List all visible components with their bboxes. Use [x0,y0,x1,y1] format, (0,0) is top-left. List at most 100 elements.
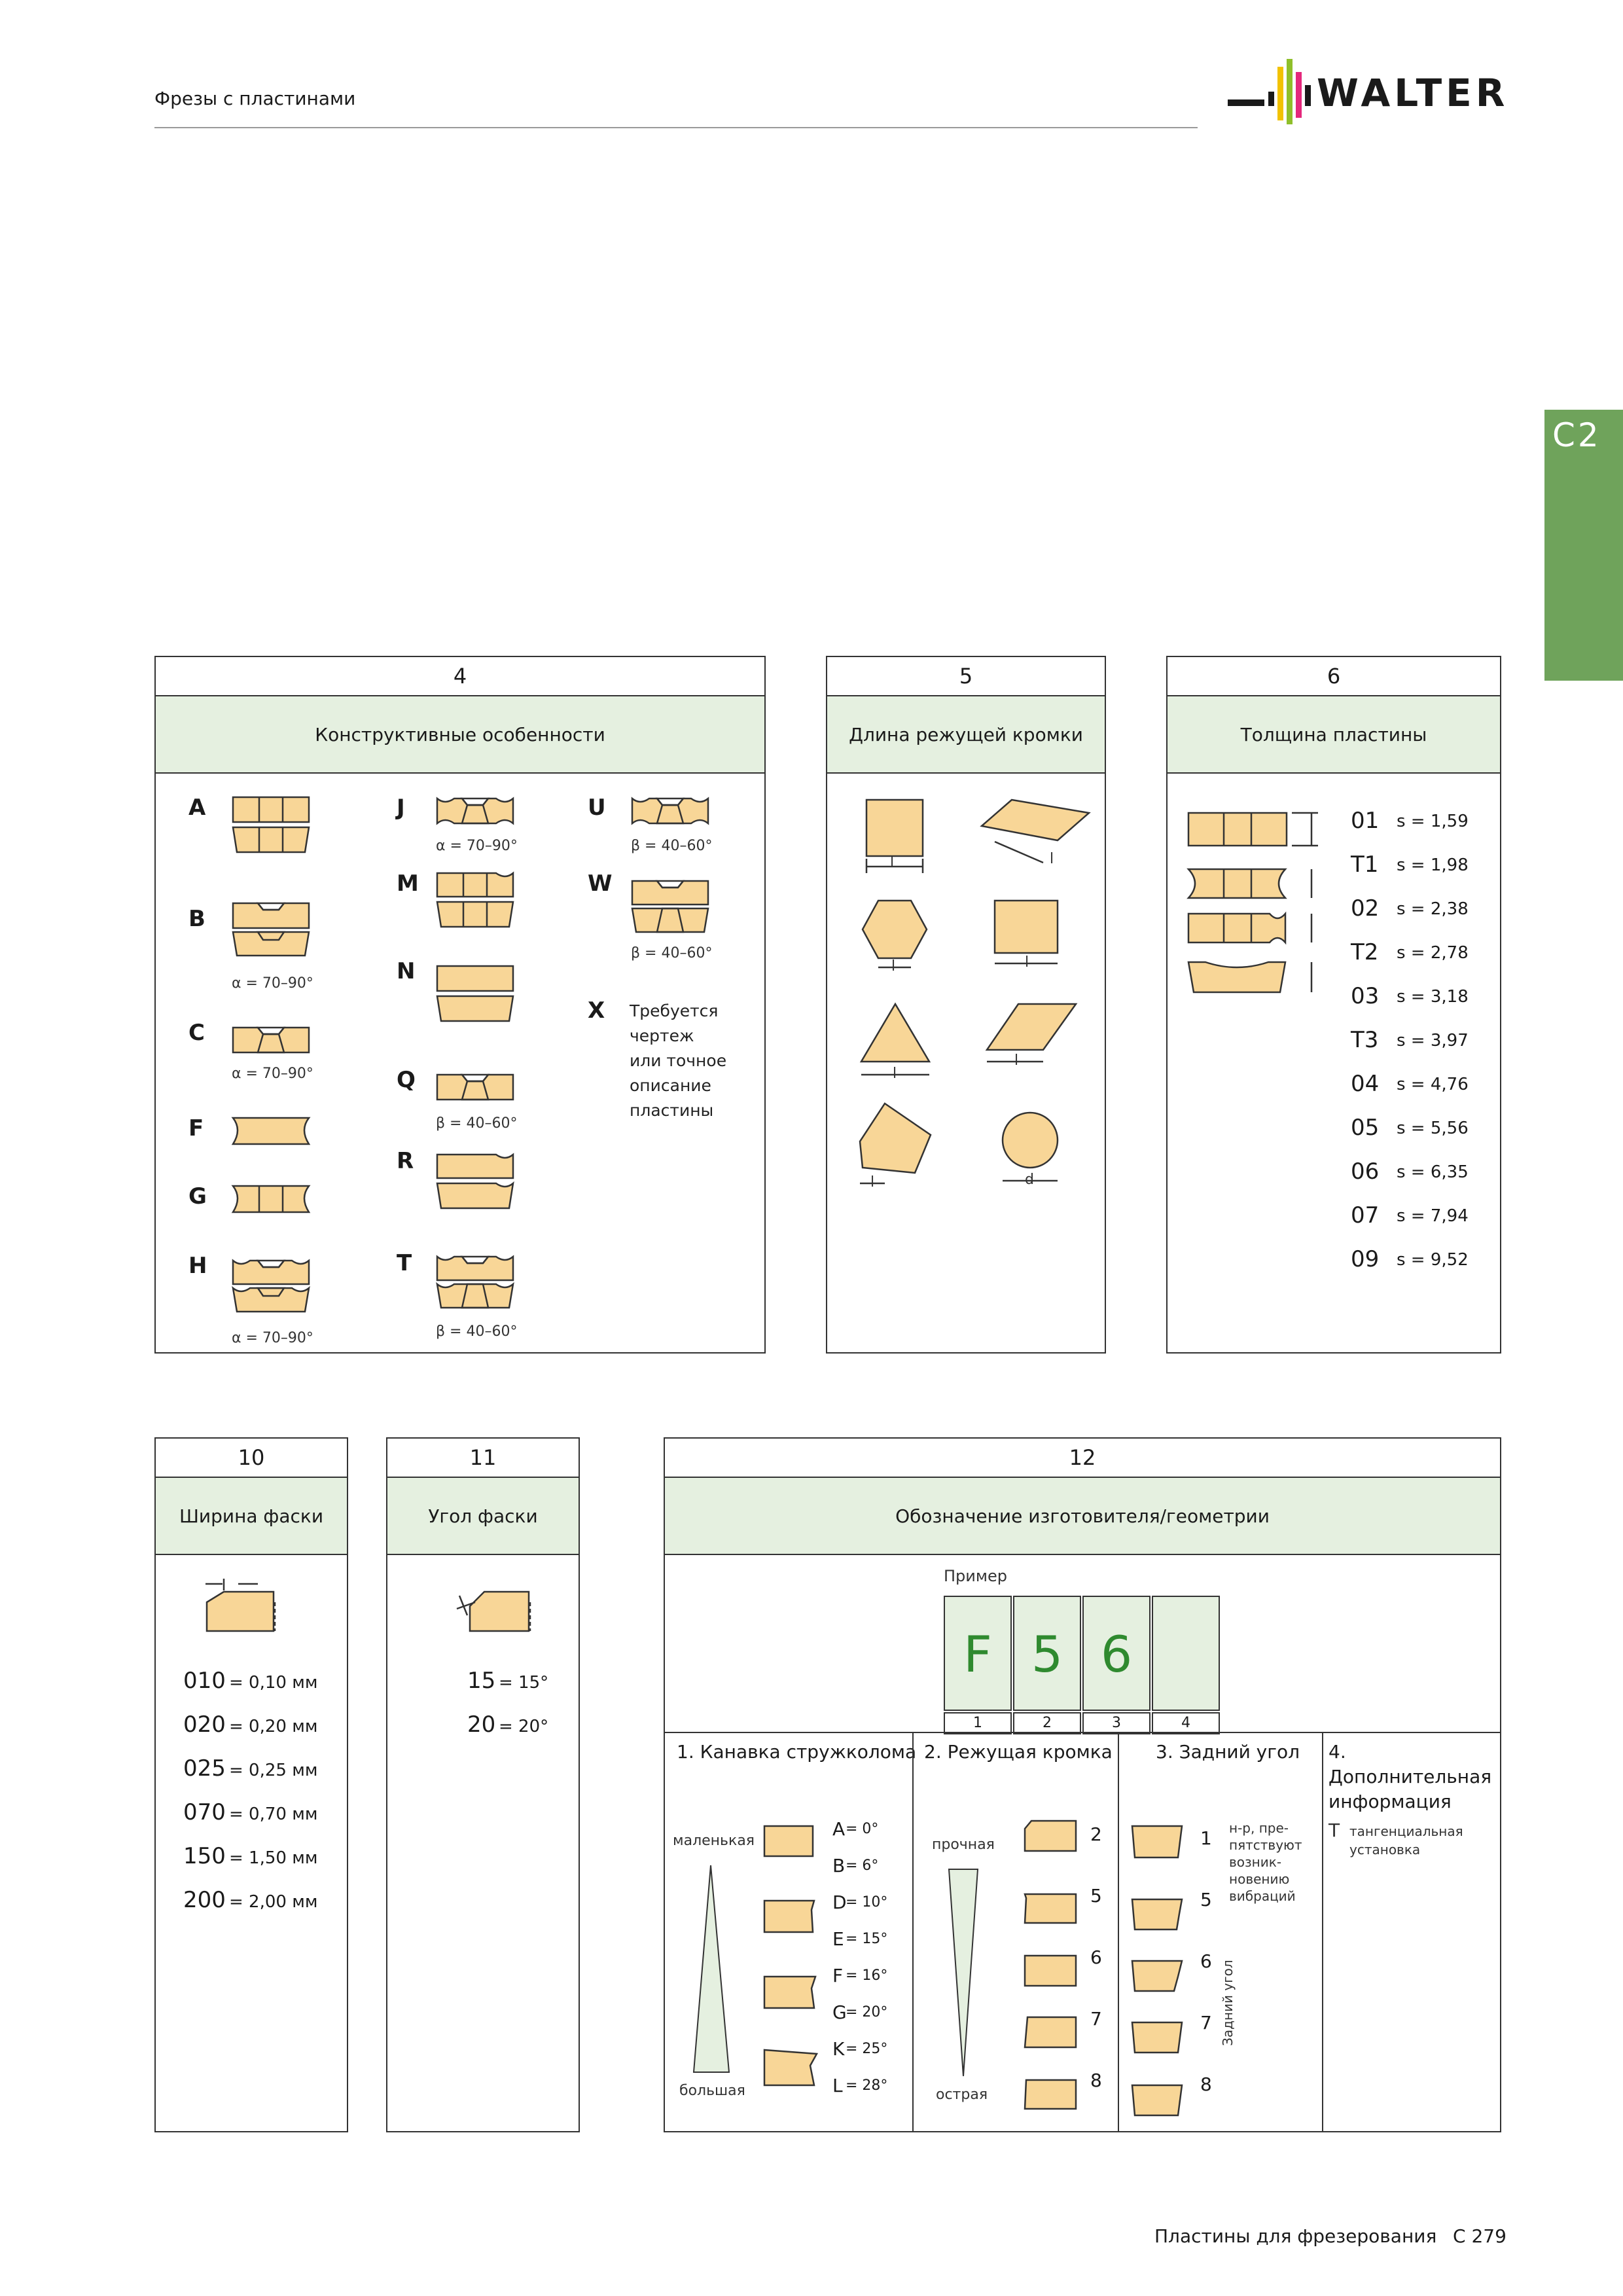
thickness-value: s = 9,52 [1397,1250,1469,1270]
page-header-title: Фрезы с пластинами [154,88,356,109]
example-label: Пример [944,1567,1007,1585]
col3-note: н-р, пре- пятствуют возник- новению вибр… [1229,1820,1302,1904]
chipbreaker-angle: = 16° [846,1967,888,1984]
section-number: 11 [387,1439,579,1478]
chamfer-width-value: = 0,20 мм [229,1717,318,1736]
insert-j-icon [436,797,514,825]
chipbreaker-code: A [832,1818,846,1840]
section-5-cutting-edge-length: 5 Длина режущей кромки l l l l l l l d [826,656,1106,1354]
col2-top-label: прочная [932,1837,995,1853]
round-insert-icon [1001,1111,1059,1182]
length-l-label: l [870,1174,875,1191]
col1-top-label: маленькая [673,1833,755,1849]
pentagon-insert-icon [859,1102,932,1185]
length-l-label: l [890,855,895,871]
col3-profiles-icon [1131,1825,1183,2117]
beta-caption: β = 40–60° [436,1115,518,1132]
insert-h-icon [232,1259,310,1313]
section-heading: Конструктивные особенности [156,696,764,774]
chipbreaker-angle: = 20° [846,2004,888,2020]
thickness-value: s = 6,35 [1397,1162,1469,1182]
example-index: 2 [1013,1712,1081,1734]
chamfer-width-value: = 0,25 мм [229,1761,318,1780]
chipbreaker-code: K [832,2038,845,2060]
section-heading: Обозначение изготовителя/геометрии [665,1478,1500,1555]
insert-g-icon [231,1185,311,1213]
example-code: F 5 6 1 2 3 4 [944,1596,1220,1736]
insert-f-icon [231,1117,311,1145]
feature-letter-b: B [188,906,205,932]
cutting-edge-code: 2 [1090,1823,1102,1845]
thickness-value: s = 3,18 [1397,987,1469,1007]
thickness-code: 07 [1351,1202,1380,1229]
chamfer-width-value: = 0,10 мм [229,1673,318,1693]
alpha-caption: α = 70–90° [232,975,313,992]
diameter-d-label: d [1025,1172,1034,1188]
chipbreaker-code: L [832,2075,843,2096]
section-number: 12 [665,1439,1500,1478]
thickness-value: s = 4,76 [1397,1075,1469,1094]
chipbreaker-angle: = 15° [846,1931,888,1947]
thickness-code: T3 [1351,1027,1379,1053]
col4-title: 4. Дополнительная информация [1329,1741,1492,1812]
svg-text:WALTER: WALTER [1317,71,1508,115]
chamfer-width-code: 200 [183,1887,226,1913]
insert-m-icon [436,871,514,928]
chamfer-width-code: 025 [183,1755,226,1782]
feature-letter-q: Q [397,1067,416,1093]
col4-text: тангенциальная установка [1349,1823,1463,1857]
thickness-value: s = 5,56 [1397,1119,1469,1138]
section-heading: Толщина пластины [1168,696,1500,774]
chamfer-angle-icon [456,1590,531,1632]
thickness-code: 02 [1351,895,1380,922]
parallelogram-insert-icon [985,1003,1078,1063]
geometry-subtable: 1. Канавка стружколома маленькая большая… [665,1732,1500,2131]
thickness-flat-icon [1186,812,1318,994]
beta-caption: β = 40–60° [631,945,713,961]
section-tab[interactable]: C2 [1544,410,1623,681]
feature-letter-n: N [397,958,416,984]
chipbreaker-angle: = 25° [846,2041,888,2057]
alpha-caption: α = 70–90° [436,838,518,854]
beta-caption: β = 40–60° [436,1323,518,1340]
chipbreaker-angle: = 28° [846,2077,888,2094]
page-number: C 279 [1453,2225,1507,2247]
length-l-label: l [891,958,896,975]
hexagon-insert-icon [861,899,928,969]
col4-code: T [1329,1820,1340,1841]
thickness-code: 04 [1351,1071,1380,1097]
col1-profiles-icon [763,1825,819,2087]
col4-divider [1322,1733,1323,2131]
chamfer-width-code: 070 [183,1799,226,1825]
feature-letter-t: T [397,1250,412,1276]
chamfer-width-code: 020 [183,1712,226,1738]
thickness-value: s = 2,38 [1397,899,1469,919]
thickness-value: s = 2,78 [1397,943,1469,963]
chipbreaker-angle: = 0° [846,1821,879,1837]
chipbreaker-code: G [832,2001,847,2023]
chamfer-width-code: 010 [183,1668,226,1694]
thickness-value: s = 1,98 [1397,855,1469,875]
chamfer-width-icon [205,1579,276,1632]
section-number: 4 [156,657,764,696]
section-12-manufacturer-geometry: 12 Обозначение изготовителя/геометрии Пр… [664,1437,1501,2132]
thickness-code: 01 [1351,808,1380,834]
cutting-edge-code: 8 [1090,2070,1102,2091]
cutting-edge-code: 5 [1090,1885,1102,1907]
rectangle-insert-icon [993,899,1059,965]
example-pos-3: 6 [1082,1596,1150,1711]
col1-title: 1. Канавка стружколома [677,1741,917,1763]
col2-title: 2. Режущая кромка [924,1741,1113,1763]
col2-bottom-label: острая [936,2087,988,2103]
section-number: 5 [827,657,1105,696]
col3-divider [1118,1733,1119,2131]
col3-vertical-label: Задний угол [1220,1960,1236,2046]
header-rule [154,127,1198,128]
length-l-label: l [1025,954,1029,971]
cutting-edge-code: 7 [1090,2008,1102,2030]
example-index: 4 [1152,1712,1220,1734]
chipbreaker-code: E [832,1928,844,1950]
example-index: 1 [944,1712,1012,1734]
